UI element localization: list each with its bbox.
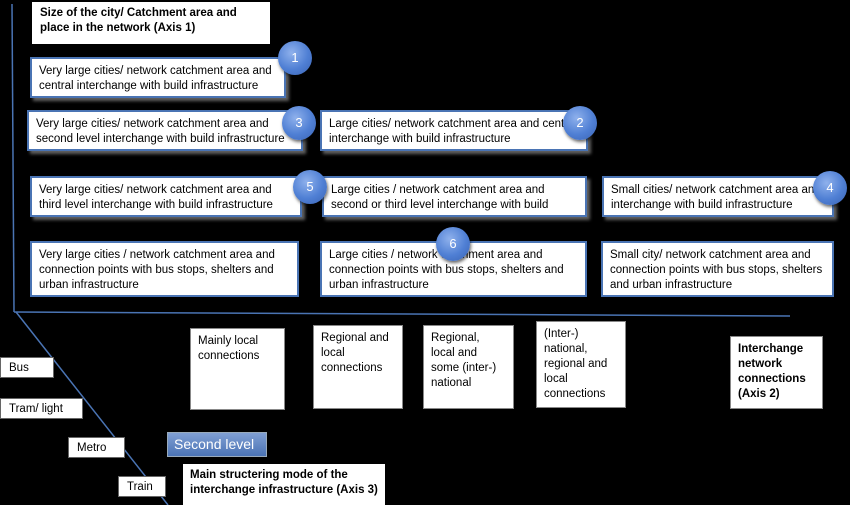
cell-very-large-second: Very large cities/ network catchment are… bbox=[27, 110, 303, 151]
cell-very-large-connection: Very large cities / network catchment ar… bbox=[30, 241, 299, 297]
badge-4: 4 bbox=[813, 171, 847, 205]
axis3-title: Main structering mode of the interchange… bbox=[183, 464, 385, 505]
badge-3: 3 bbox=[282, 106, 316, 140]
mode-bus: Bus bbox=[0, 357, 54, 378]
cell-small-connection: Small city/ network catchment area and c… bbox=[601, 241, 834, 297]
cell-large-second-third: Large cities / network catchment area an… bbox=[322, 176, 587, 217]
cell-large-central: Large cities/ network catchment area and… bbox=[320, 110, 588, 151]
second-level-label: Second level bbox=[167, 432, 267, 457]
connection-international: (Inter-) national, regional and local co… bbox=[536, 321, 626, 408]
badge-6: 6 bbox=[436, 227, 470, 261]
connection-mainly-local: Mainly local connections bbox=[190, 328, 285, 410]
badge-1: 1 bbox=[278, 41, 312, 75]
connection-regional-national: Regional, local and some (inter-) nation… bbox=[423, 325, 514, 409]
connection-regional-local: Regional and local connections bbox=[313, 325, 403, 409]
mode-tram: Tram/ light rail bbox=[0, 398, 83, 431]
mode-train: Train bbox=[118, 476, 166, 497]
cell-very-large-central: Very large cities/ network catchment are… bbox=[30, 57, 286, 98]
mode-metro: Metro bbox=[68, 437, 125, 458]
axis2-title: Interchange network connections (Axis 2) bbox=[730, 336, 823, 409]
badge-5: 5 bbox=[293, 170, 327, 204]
cell-very-large-third: Very large cities/ network catchment are… bbox=[30, 176, 302, 217]
axis1-title: Size of the city/ Catchment area and pla… bbox=[32, 2, 270, 44]
cell-small-interchange: Small cities/ network catchment area and… bbox=[602, 176, 834, 217]
badge-2: 2 bbox=[563, 106, 597, 140]
